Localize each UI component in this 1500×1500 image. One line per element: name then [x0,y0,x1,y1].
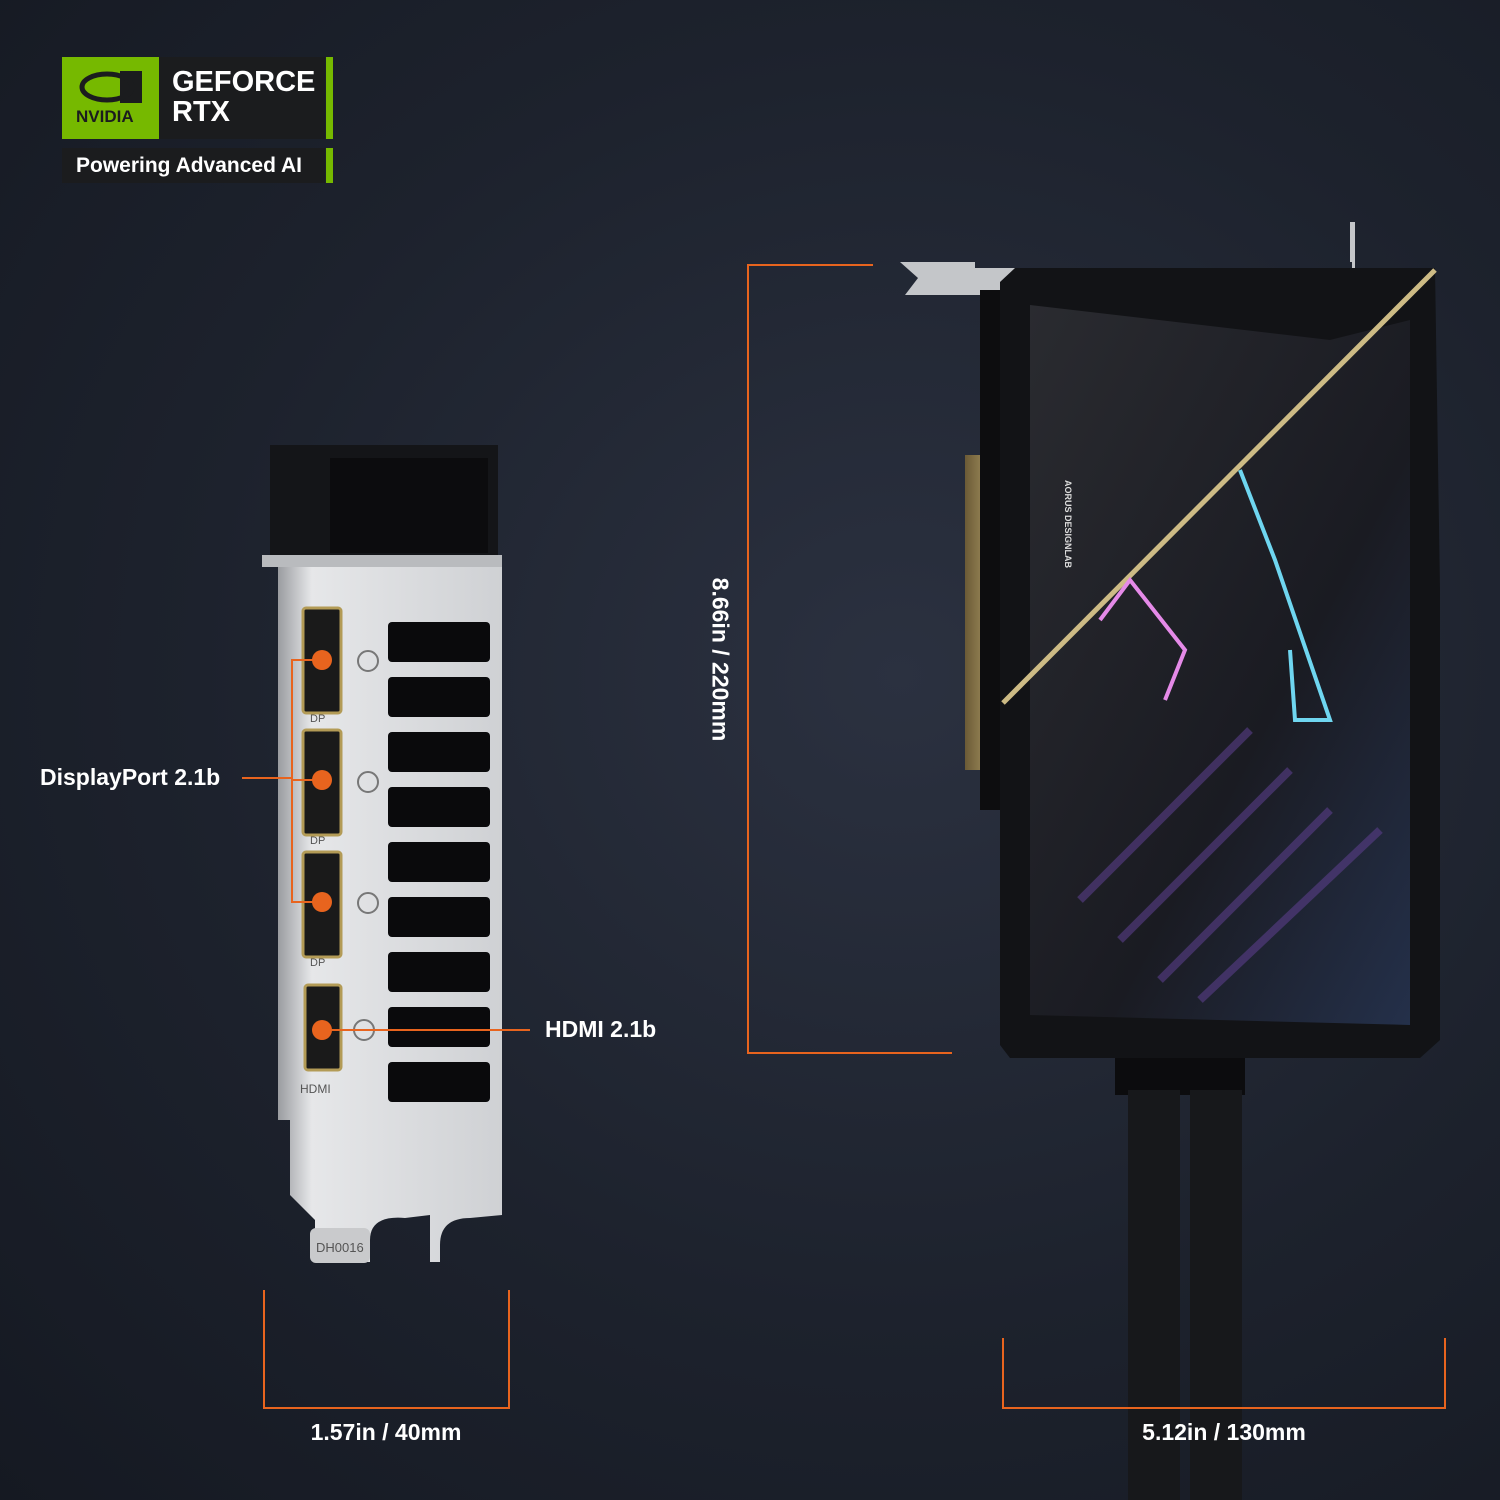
bracket-width-label: 1.57in / 40mm [310,1419,462,1445]
cable-grommet [1115,1055,1245,1095]
bracket-width-dimension-line [263,1290,510,1409]
tagline-text: Powering Advanced AI [76,154,302,177]
nvidia-eye-icon [79,71,142,103]
coolant-hose-right [1190,1090,1242,1500]
gold-accent-line [1001,268,1437,705]
geforce-text: GEFORCE [172,66,316,98]
port-label-dp-2: DP [310,835,326,847]
heatsink-fins [330,458,488,553]
height-dimension-line [747,264,952,1054]
badge-accent-bar [326,57,333,139]
io-bracket-view [262,445,502,1263]
card-glass-panel [1030,305,1410,1025]
diagonal-stripes [1077,727,1383,1003]
card-width-label: 5.12in / 130mm [1142,1419,1306,1445]
nvidia-wordmark: NVIDIA [76,107,134,126]
card-logo-text: AORUS DESIGNLAB [1063,480,1073,569]
port-label-dp-3: DP [310,957,326,969]
aorus-eagle-logo [1098,469,1333,722]
bracket-lip [262,555,502,567]
nvidia-logo-panel: NVIDIA [62,57,159,139]
coolant-hose-left [1128,1090,1180,1500]
geforce-rtx-panel: GEFORCE RTX [159,57,325,139]
bracket-tab [310,1228,370,1263]
card-width-dimension-line [1002,1338,1446,1409]
height-dimension-label: 8.66in / 220mm [707,577,734,742]
vent-slots [388,622,490,1102]
hdmi-label: HDMI 2.1b [545,1016,657,1042]
port-label-dp-1: DP [310,713,326,725]
graphics-card-view: AORUS DESIGNLAB [900,222,1440,1500]
tagline-panel: Powering Advanced AI [62,148,325,183]
part-code: DH0016 [316,1240,364,1255]
port-label-hdmi: HDMI [300,1082,331,1096]
displayport-label: DisplayPort 2.1b [40,764,221,790]
tagline-accent-bar [326,148,333,183]
rtx-text: RTX [172,96,230,128]
callout-dots [312,650,332,1040]
dimension-lines [242,264,1446,1409]
